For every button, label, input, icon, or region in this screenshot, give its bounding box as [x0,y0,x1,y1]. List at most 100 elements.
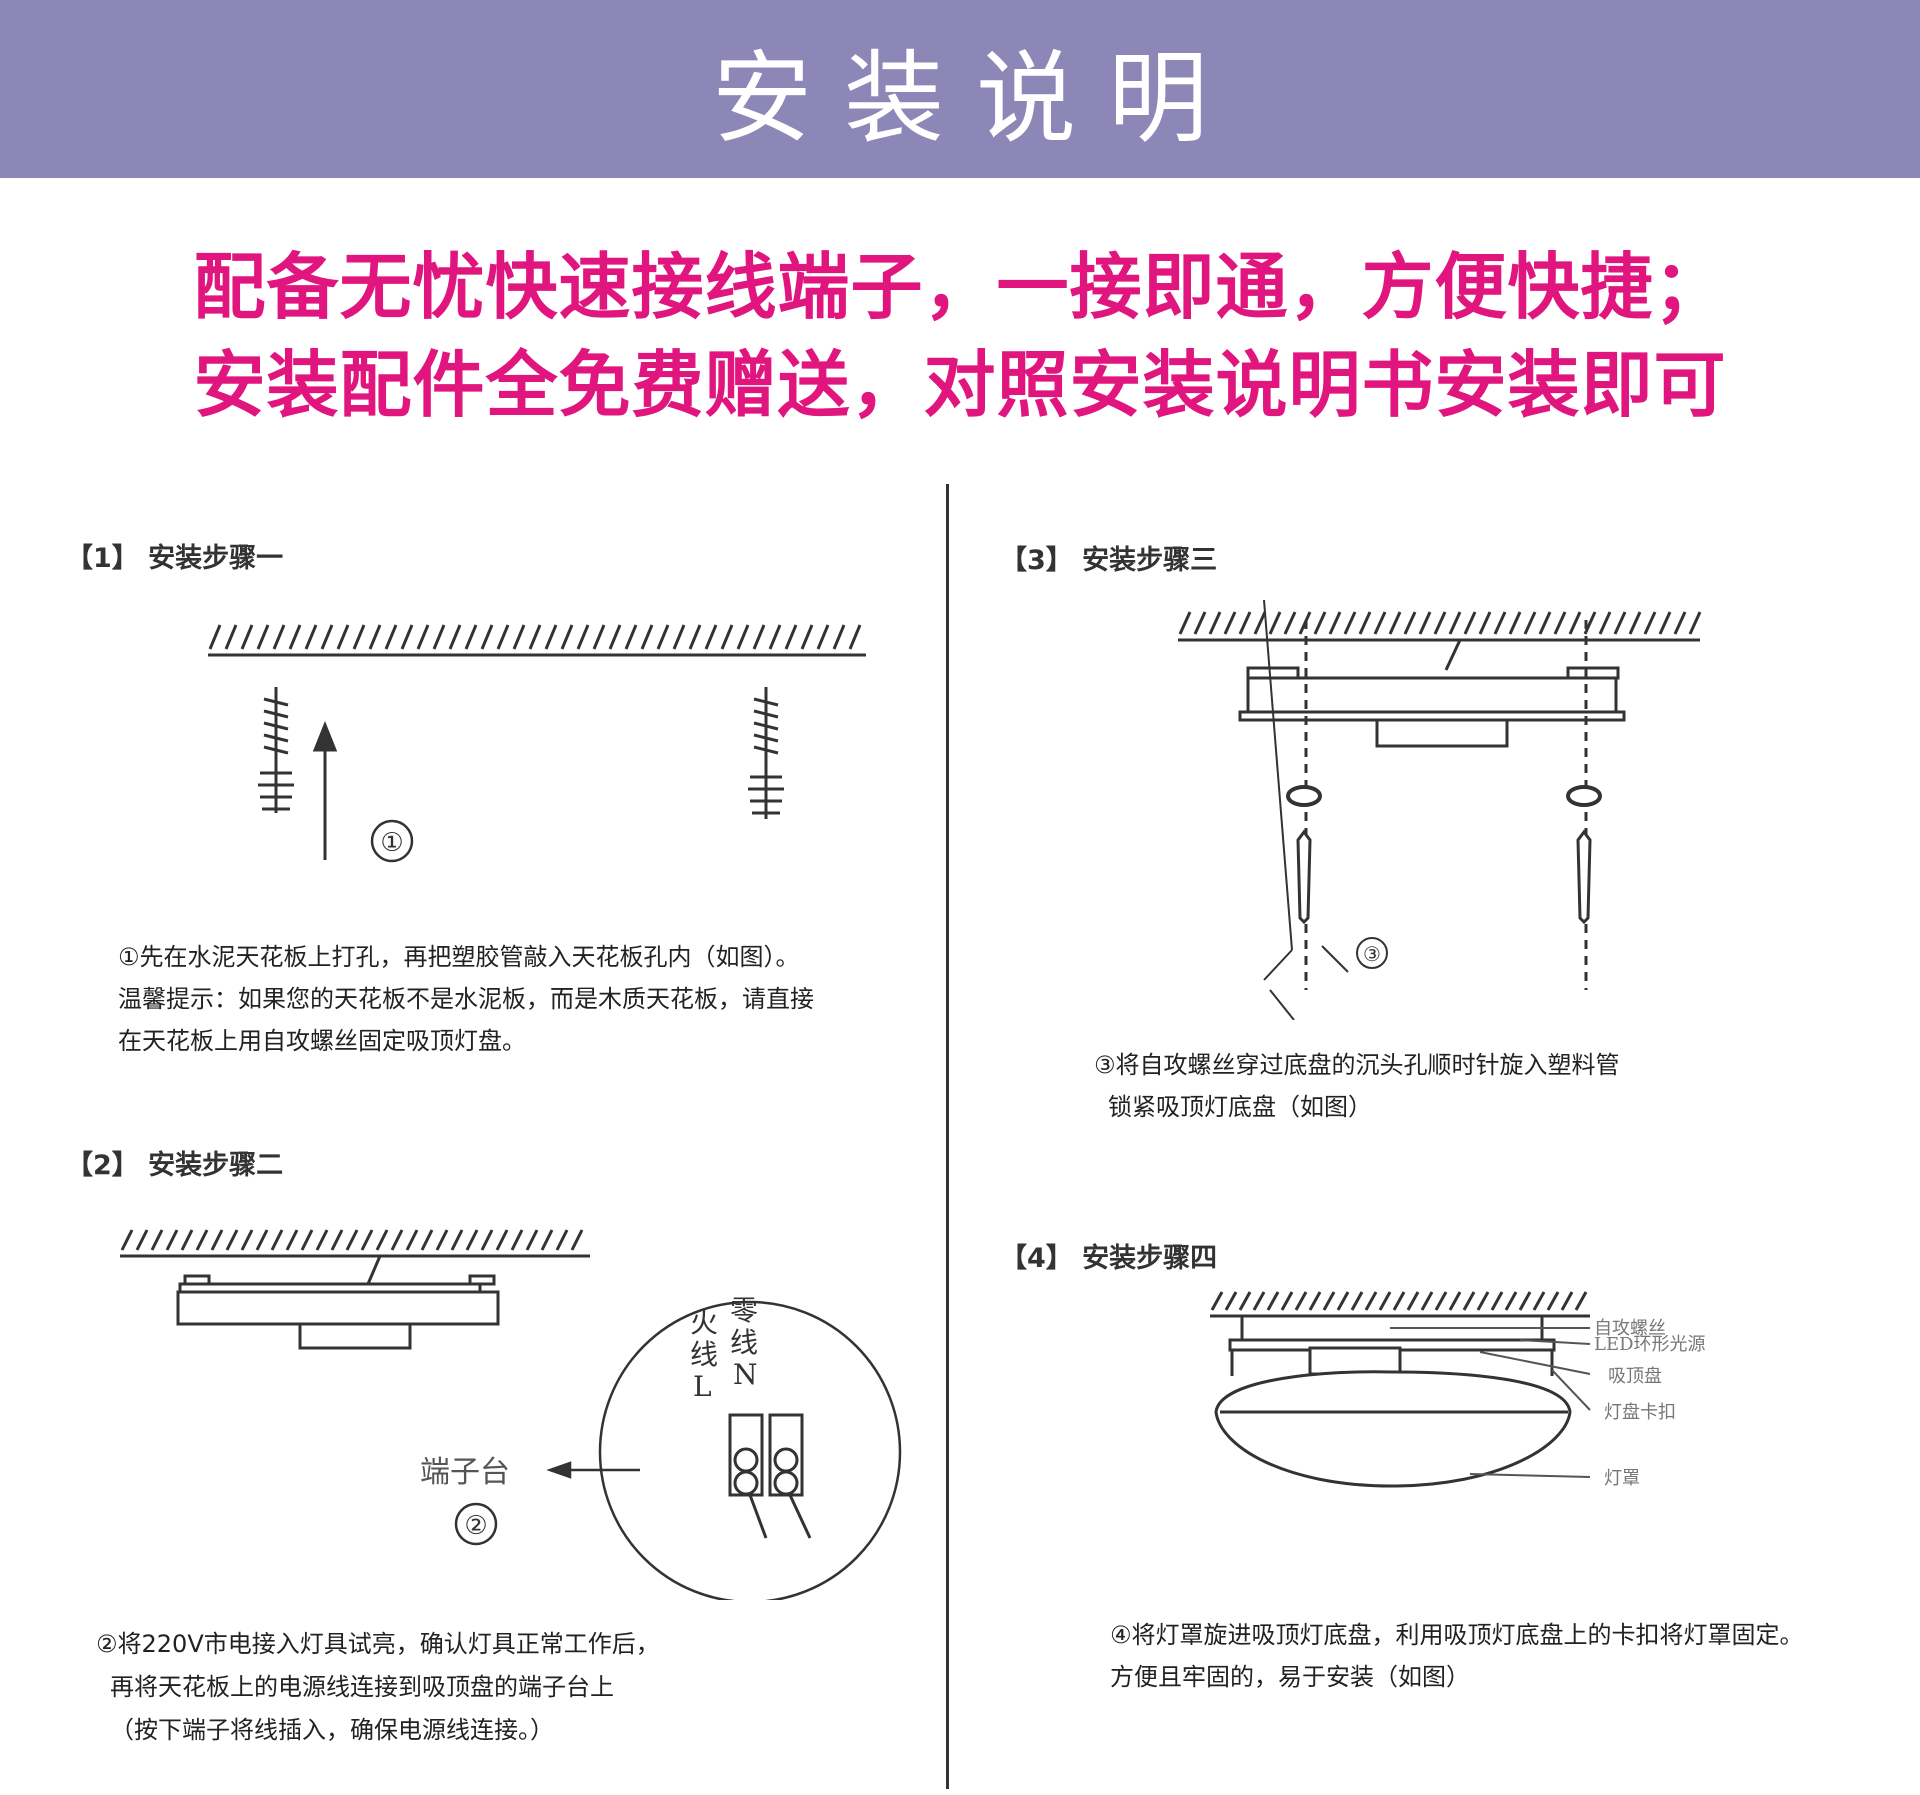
hatch-mark [416,624,430,650]
step-1-desc: ①先在水泥天花板上打孔，再把塑胶管敲入天花板孔内（如图）。 温馨提示：如果您的天… [118,936,814,1062]
terminal-label: 端子台 [420,1455,510,1490]
washers [1286,785,1602,807]
hatch-mark [1420,1291,1434,1311]
hatch-mark [1336,1291,1350,1311]
step-2-diagram: 火 线 L 零 线 N 端子台 ② [120,1229,902,1600]
live-label-3: L [693,1370,712,1403]
neutral-label-1: 零 [730,1294,758,1327]
terminal-arrow [546,1461,640,1479]
step-2-desc-line: ②将220V市电接入灯具试亮，确认灯具正常工作后， [96,1630,660,1658]
hatch-mark [1508,611,1522,635]
neutral-label-3: N [733,1358,758,1391]
hatch-mark [195,1229,209,1251]
hatch-mark [624,624,638,650]
hatch-mark [1268,611,1282,635]
hatch-mark [1532,1291,1546,1311]
hatch-mark [608,624,622,650]
step-2-desc: ②将220V市电接入灯具试亮，确认灯具正常工作后， 再将天花板上的电源线连接到吸… [96,1623,660,1752]
ceiling-hatch [1178,611,1702,642]
hatch-mark [510,1229,524,1251]
hatch-mark [165,1229,179,1251]
hatch-mark [592,624,606,650]
live-label-2: 线 [690,1338,718,1371]
step-4-diagram: 自攻螺丝 LED环形光源 吸顶盘 灯盘卡扣 灯罩 [1210,1291,1706,1489]
hatch-mark [1322,1291,1336,1311]
hatch-mark [432,624,446,650]
hatch-mark [1294,1291,1308,1311]
ceiling-plate [176,1255,500,1350]
hatch-mark [448,624,462,650]
step-3-desc: ③将自攻螺丝穿过底盘的沉头孔顺时针旋入塑料管 锁紧吸顶灯底盘（如图） [1094,1044,1620,1128]
hatch-mark [555,1229,569,1251]
hatch-mark [1280,1291,1294,1311]
step-3-title: 【3】 安装步骤三 [1000,545,1218,576]
hatch-mark [1434,1291,1448,1311]
hatch-mark [1343,611,1357,635]
hatch-mark [704,624,718,650]
hatch-mark [1418,611,1432,635]
step-2-marker-text: ② [464,1511,487,1541]
step-1-desc-line: ①先在水泥天花板上打孔，再把塑胶管敲入天花板孔内（如图）。 [118,943,800,971]
hatch-mark [1478,611,1492,635]
slogan-line-1: 配备无忧快速接线端子，一接即通，方便快捷； [193,245,1727,329]
step-1-diagram: ① [208,624,866,863]
ceiling-hatch [1210,1291,1590,1318]
step-3-desc-line: ③将自攻螺丝穿过底盘的沉头孔顺时针旋入塑料管 [1094,1051,1620,1079]
hatch-mark [180,1229,194,1251]
screws [1296,829,1592,925]
hatch-mark [1238,611,1252,635]
rotation-arrows [1263,600,1349,1020]
hatch-mark [1224,1291,1238,1311]
hatch-mark [405,1229,419,1251]
hatch-mark [1574,1291,1588,1311]
ceiling-hatch [120,1229,590,1258]
hatch-mark [210,1229,224,1251]
hatch-mark [465,1229,479,1251]
hatch-mark [1283,611,1297,635]
live-label-1: 火 [690,1306,718,1339]
hatch-mark [1628,611,1642,635]
hatch-mark [1448,1291,1462,1311]
hatch-mark [345,1229,359,1251]
hatch-mark [656,624,670,650]
hatch-mark [496,624,510,650]
hatch-mark [464,624,478,650]
hatch-mark [1364,1291,1378,1311]
terminal-zoom-circle [598,1300,902,1600]
hatch-mark [544,624,558,650]
hatch-mark [368,624,382,650]
hatch-mark [672,624,686,650]
step-1-title: 【1】 安装步骤一 [66,543,284,574]
hatch-mark [1546,1291,1560,1311]
step-1-desc-line: 温馨提示：如果您的天花板不是水泥板，而是木质天花板，请直接 [118,985,814,1013]
guide-lines [1304,620,1588,990]
hatch-mark [450,1229,464,1251]
hatch-mark [784,624,798,650]
hatch-mark [285,1229,299,1251]
hatch-mark [1538,611,1552,635]
step-3-desc-line: 锁紧吸顶灯底盘（如图） [1108,1093,1372,1121]
hatch-mark [752,624,766,650]
hatch-mark [240,1229,254,1251]
hatch-mark [1553,611,1567,635]
hatch-mark [1493,611,1507,635]
hatch-mark [1266,1291,1280,1311]
upward-arrow [312,720,338,860]
step-2-title: 【2】 安装步骤二 [66,1150,284,1181]
step-1-marker-text: ① [380,828,403,858]
hatch-mark [1406,1291,1420,1311]
ceiling-hatch [208,624,866,657]
neutral-label-2: 线 [730,1326,758,1359]
hatch-mark [390,1229,404,1251]
hatch-mark [1208,611,1222,635]
hatch-mark [360,1229,374,1251]
hatch-mark [120,1229,134,1251]
hatch-mark [435,1229,449,1251]
step-2-desc-line: 再将天花板上的电源线连接到吸顶盘的端子台上 [110,1673,614,1701]
step-2-desc-line: （按下端子将线插入，确保电源线连接。） [110,1716,554,1744]
hatch-mark [315,1229,329,1251]
hatch-mark [640,624,654,650]
slogan-line-2: 安装配件全免费赠送，对照安装说明书安装即可 [193,343,1727,427]
hatch-mark [720,624,734,650]
hatch-mark [256,624,270,650]
